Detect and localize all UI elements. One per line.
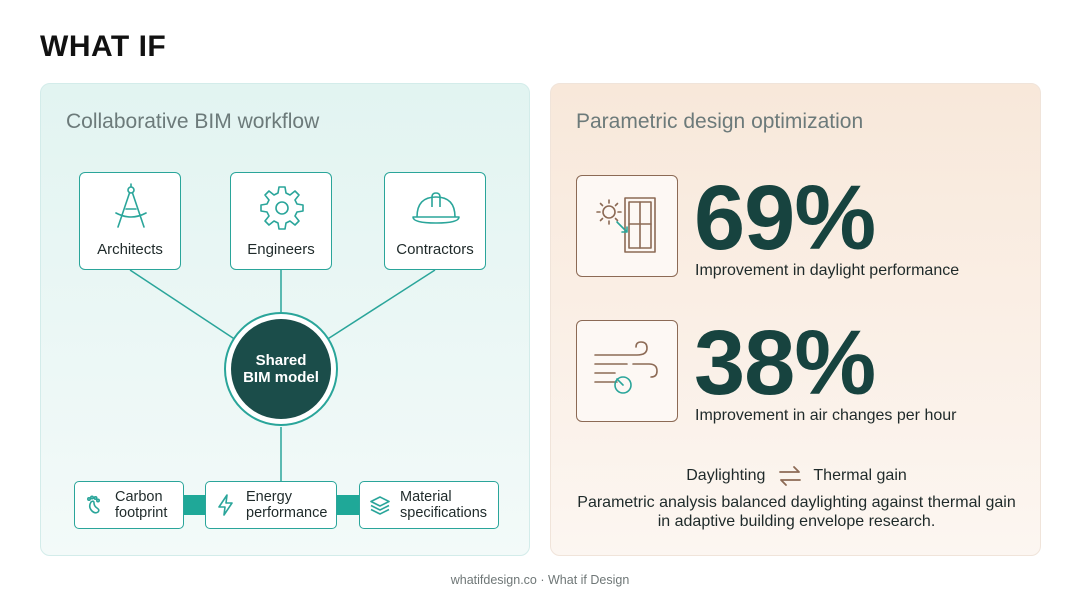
balance-row: Daylighting Thermal gain bbox=[551, 465, 1042, 487]
stat-caption: Improvement in daylight performance bbox=[695, 262, 960, 279]
output-label-line-2: performance bbox=[246, 505, 328, 521]
output-bridge bbox=[181, 495, 207, 515]
role-label: Engineers bbox=[247, 241, 315, 258]
connector-lines bbox=[129, 269, 436, 481]
footprint-icon bbox=[87, 495, 101, 514]
compass-icon bbox=[115, 183, 147, 228]
role-label: Contractors bbox=[396, 241, 474, 258]
role-architects: Architects bbox=[79, 172, 181, 270]
balance-left-label: Daylighting bbox=[686, 467, 766, 484]
brand-logo: WHAT IF bbox=[40, 30, 167, 63]
output-label-line-1: Energy bbox=[246, 489, 292, 505]
gear-icon bbox=[260, 186, 304, 230]
stat-caption: Improvement in air changes per hour bbox=[695, 407, 957, 424]
stat-value: 38% bbox=[694, 312, 876, 414]
sun-window-icon bbox=[596, 197, 656, 253]
stat-icon-box bbox=[576, 320, 678, 422]
hub-line-2: BIM model bbox=[243, 369, 319, 386]
wind-icon bbox=[594, 341, 658, 394]
output-carbon-footprint: Carbon footprint bbox=[74, 481, 184, 529]
panel-title: Parametric design optimization bbox=[576, 110, 864, 133]
role-engineers: Engineers bbox=[230, 172, 332, 270]
output-label-line-2: footprint bbox=[115, 505, 168, 521]
output-material-specifications: Material specifications bbox=[359, 481, 499, 529]
stat-icon-box bbox=[576, 175, 678, 277]
balance-right-label: Thermal gain bbox=[813, 467, 907, 484]
bim-workflow-panel: Collaborative BIM workflow Architects En… bbox=[40, 83, 530, 556]
output-energy-performance: Energy performance bbox=[205, 481, 337, 529]
output-bridge bbox=[335, 495, 361, 515]
role-label: Architects bbox=[97, 241, 163, 258]
hard-hat-icon bbox=[412, 192, 460, 224]
swap-arrows-icon bbox=[779, 466, 802, 486]
panel-title: Collaborative BIM workflow bbox=[66, 110, 320, 133]
hub-line-1: Shared bbox=[255, 352, 307, 369]
analysis-note: Parametric analysis balanced daylighting… bbox=[577, 494, 1016, 530]
parametric-optimization-panel: Parametric design optimization 69% Impro… bbox=[550, 83, 1041, 556]
output-label-line-1: Material bbox=[400, 489, 452, 505]
lightning-icon bbox=[218, 494, 233, 516]
shared-bim-model-hub: Shared BIM model bbox=[231, 319, 331, 419]
stat-value: 69% bbox=[694, 167, 876, 269]
layers-icon bbox=[370, 496, 390, 515]
role-contractors: Contractors bbox=[384, 172, 486, 270]
output-label-line-1: Carbon bbox=[115, 489, 163, 505]
output-label-line-2: specifications bbox=[400, 505, 488, 521]
footer-credit: whatifdesign.co · What if Design bbox=[450, 573, 630, 587]
